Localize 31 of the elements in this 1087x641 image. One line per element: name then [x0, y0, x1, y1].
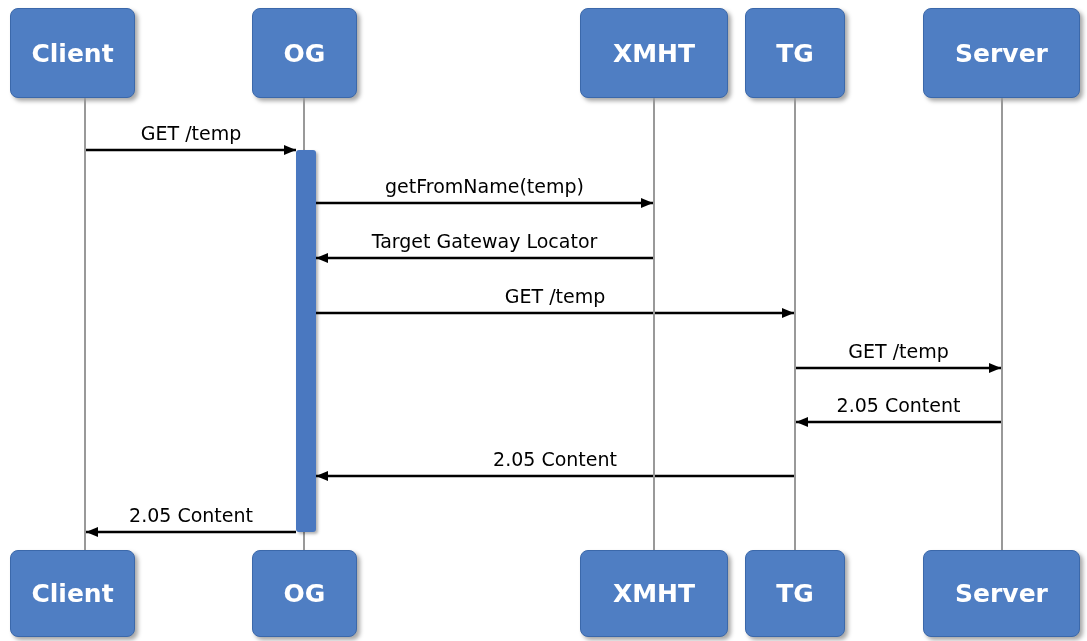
- participant-box: Client: [10, 550, 135, 637]
- message-label: getFromName(temp): [385, 175, 584, 197]
- message-arrow: [316, 471, 794, 481]
- message-label: GET /temp: [504, 285, 606, 307]
- participant-box: Server: [923, 8, 1080, 98]
- lifeline: [794, 98, 796, 550]
- message-arrow: [796, 363, 1001, 373]
- message-label: 2.05 Content: [836, 394, 961, 416]
- participant-box: TG: [745, 550, 845, 637]
- participant-box: TG: [745, 8, 845, 98]
- message-arrow: [316, 253, 653, 263]
- lifeline: [84, 98, 86, 550]
- message-label: Target Gateway Locator: [371, 230, 598, 252]
- participant-box: Client: [10, 8, 135, 98]
- activation-bar: [296, 150, 316, 532]
- message-label: 2.05 Content: [129, 504, 253, 526]
- message-arrow: [86, 527, 296, 537]
- message-label: GET /temp: [140, 122, 242, 144]
- lifeline: [653, 98, 655, 550]
- participant-box: XMHT: [580, 550, 728, 637]
- message-label: GET /temp: [848, 340, 949, 362]
- participant-box: Server: [923, 550, 1080, 637]
- lifeline: [1001, 98, 1003, 550]
- participant-box: XMHT: [580, 8, 728, 98]
- message-label: 2.05 Content: [493, 448, 617, 470]
- message-arrow: [796, 417, 1001, 427]
- participant-box: OG: [252, 550, 357, 637]
- participant-box: OG: [252, 8, 357, 98]
- message-arrow: [86, 145, 296, 155]
- message-arrow: [316, 198, 653, 208]
- message-arrow: [316, 308, 794, 318]
